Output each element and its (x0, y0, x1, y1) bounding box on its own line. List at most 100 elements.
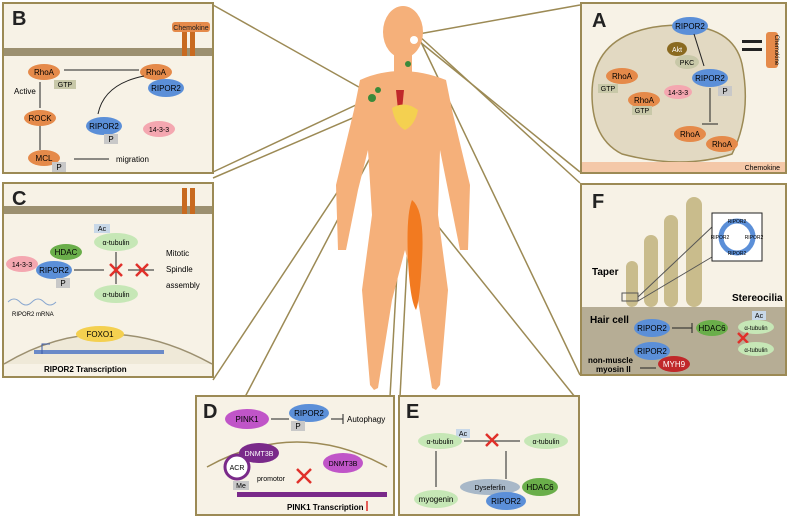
e-x-mark (485, 433, 499, 447)
d-pink1 (225, 409, 269, 429)
e-hdac6 (522, 478, 558, 496)
f-hdac6 (696, 320, 728, 336)
d-ripor2 (289, 404, 329, 422)
organ-markers (368, 36, 423, 310)
c-x-mark-2 (135, 263, 149, 277)
b-p-text: P (108, 135, 113, 144)
b-1433 (143, 121, 175, 137)
b-mcl-p-text: P (56, 163, 61, 172)
panel-a-diagram: Chemokine RIPOR2 Akt PKC RIPOR2 P 14-3-3… (582, 17, 785, 172)
a-rhoa-gtp1 (606, 68, 638, 84)
panel-c: C Ac α-tubulin HDAC 14-3-3 RIPOR2 P Mito… (2, 182, 214, 378)
a-akt-text: Akt (672, 47, 682, 54)
e-ac-text: Ac (459, 431, 468, 438)
panel-d: D PINK1 RIPOR2 P Autophagy DNMT3B DNMT3B… (195, 395, 395, 516)
b-1433-text: 14-3-3 (149, 127, 169, 134)
c-hdac-text: HDAC (55, 248, 78, 257)
b-migration-text: migration (116, 155, 149, 164)
a-pkc-text: PKC (680, 60, 694, 67)
b-rhoa-left-text: RhoA (34, 68, 55, 77)
e-tubulin-right-text: α-tubulin (532, 439, 559, 446)
a-rhoa-bot2-text: RhoA (712, 140, 733, 149)
e-dysferlin (460, 479, 520, 495)
c-tubulin-top (94, 233, 138, 251)
panel-a-label: A (592, 10, 607, 32)
b-ripor2-right (148, 79, 184, 97)
f-stereocilia-shapes (626, 197, 702, 307)
e-ripor2-text: RIPOR2 (491, 497, 521, 506)
f-ring-4: RIPOR2 (711, 235, 730, 241)
b-rhoa-left (28, 64, 60, 80)
b-ripor2-p (86, 117, 122, 135)
b-ripor2-right-text: RIPOR2 (151, 84, 181, 93)
e-tubulin-left (418, 433, 462, 449)
panel-d-diagram: PINK1 RIPOR2 P Autophagy DNMT3B DNMT3B A… (206, 404, 388, 512)
panel-a: A Chemokine RIPOR2 Akt PKC RIPOR2 P 14-3… (580, 2, 787, 174)
panel-e-diagram: Ac α-tubulin α-tubulin myogenin Dyseferl… (414, 429, 568, 510)
e-myogenin-text: myogenin (419, 495, 454, 504)
c-tubulin-top-text: α-tubulin (102, 240, 129, 247)
a-chemokine-bottom: Chemokine (745, 165, 781, 172)
a-p-text: P (722, 87, 727, 96)
f-nonmuscle-2: myosin II (596, 365, 631, 374)
f-myh9-text: MYH9 (663, 360, 686, 369)
f-ripor2-a (634, 319, 670, 337)
c-hdac (50, 244, 82, 260)
d-dnmt3b-left (239, 443, 279, 463)
b-chemokine-text: Chemokine (173, 25, 209, 32)
f-x-mark (737, 332, 749, 344)
panel-f-diagram: RIPOR2 RIPOR2 RIPOR2 RIPOR2 Taper Stereo… (582, 197, 785, 374)
d-acr-text: ACR (230, 465, 245, 472)
b-rhoa-right (140, 64, 172, 80)
panel-c-diagram: Ac α-tubulin HDAC 14-3-3 RIPOR2 P Mitoti… (4, 188, 212, 374)
f-ac-text: Ac (755, 313, 764, 320)
c-transcription-text: RIPOR2 Transcription (44, 365, 127, 374)
d-transcription-text: PINK1 Transcription (287, 503, 364, 512)
d-ripor2-text: RIPOR2 (294, 409, 324, 418)
a-rhoa-gtp2-text: RhoA (634, 96, 655, 105)
f-tubulin-b-text: α-tubulin (744, 348, 767, 354)
d-x-mark (296, 468, 312, 484)
f-taper-text: Taper (592, 267, 619, 278)
b-rock-text: ROCK (28, 114, 52, 123)
d-p-text: P (295, 422, 300, 431)
a-rhoa-bot1 (674, 126, 706, 142)
e-ripor2 (486, 492, 526, 510)
b-rhoa-right-text: RhoA (146, 68, 167, 77)
c-mitotic-3: assembly (166, 281, 200, 290)
c-mitotic-1: Mitotic (166, 249, 189, 258)
a-rhoa-bot1-text: RhoA (680, 130, 701, 139)
f-tubulin-b (738, 342, 774, 356)
panel-c-label: C (12, 188, 27, 210)
c-p-text: P (60, 279, 65, 288)
a-pkc (675, 55, 699, 69)
a-rhoa-bot2 (706, 136, 738, 152)
a-chemokine-text: Chemokine (773, 35, 779, 66)
c-x-mark-1 (109, 263, 123, 277)
c-ripor2-text: RIPOR2 (39, 266, 69, 275)
c-mrna-text: RIPOR2 mRNA (12, 312, 54, 318)
f-nonmuscle-1: non-muscle (588, 356, 633, 365)
d-pink1-text: PINK1 (235, 415, 259, 424)
d-dnmt3b-right (323, 453, 363, 473)
f-ripor2-a-text: RIPOR2 (637, 324, 667, 333)
d-promotor-text: promotor (257, 476, 286, 483)
c-1433 (6, 256, 38, 272)
e-hdac6-text: HDAC6 (526, 483, 554, 492)
f-tubulin-a (738, 320, 774, 334)
panel-f: F RIPOR2 RIPOR2 RIPOR2 RIPOR2 Taper Ster… (580, 183, 787, 376)
a-ripor2-mid (692, 69, 728, 87)
panel-f-label: F (592, 191, 605, 213)
d-autophagy-text: Autophagy (347, 415, 385, 424)
panel-b-label: B (12, 8, 27, 30)
panel-e: E Ac α-tubulin α-tubulin myogenin Dysefe… (398, 395, 580, 516)
c-foxo1 (76, 326, 124, 342)
a-1433 (664, 85, 692, 99)
f-myh9 (658, 356, 690, 372)
f-ring-3: RIPOR2 (728, 251, 747, 257)
c-ripor2 (36, 261, 72, 279)
f-hdac6-text: HDAC6 (698, 324, 726, 333)
d-acr (223, 453, 251, 481)
f-ring-1: RIPOR2 (728, 219, 747, 225)
